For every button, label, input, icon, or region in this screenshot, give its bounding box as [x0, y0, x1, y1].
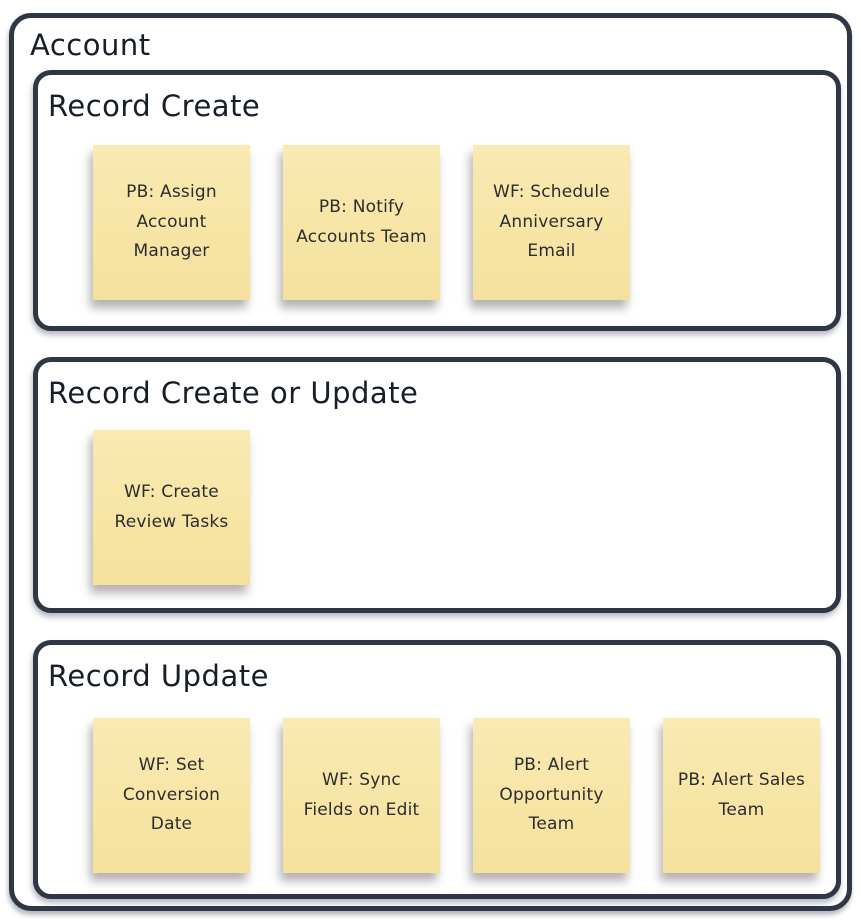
section-record-create-or-update: Record Create or Update WF: Create Revie…	[33, 357, 841, 613]
section-record-create-or-update-title: Record Create or Update	[48, 376, 419, 410]
sticky-note-alert-sales-team: PB: Alert Sales Team	[663, 718, 820, 873]
sticky-note-set-conversion-date: WF: Set Conversion Date	[93, 718, 250, 873]
sticky-note-notify-accounts-team: PB: Notify Accounts Team	[283, 145, 440, 300]
section-record-create-title: Record Create	[48, 89, 261, 123]
account-container: Account Record Create PB: Assign Account…	[9, 13, 852, 911]
section-record-update: Record Update WF: Set Conversion Date WF…	[33, 640, 841, 899]
sticky-note-schedule-anniversary-email: WF: Schedule Anniversary Email	[473, 145, 630, 300]
section-record-create: Record Create PB: Assign Account Manager…	[33, 70, 841, 331]
sticky-note-alert-opportunity-team: PB: Alert Opportunity Team	[473, 718, 630, 873]
section-record-update-title: Record Update	[48, 659, 269, 693]
sticky-note-create-review-tasks: WF: Create Review Tasks	[93, 430, 250, 585]
sticky-note-sync-fields-on-edit: WF: Sync Fields on Edit	[283, 718, 440, 873]
account-title: Account	[30, 28, 151, 62]
sticky-note-assign-account-manager: PB: Assign Account Manager	[93, 145, 250, 300]
